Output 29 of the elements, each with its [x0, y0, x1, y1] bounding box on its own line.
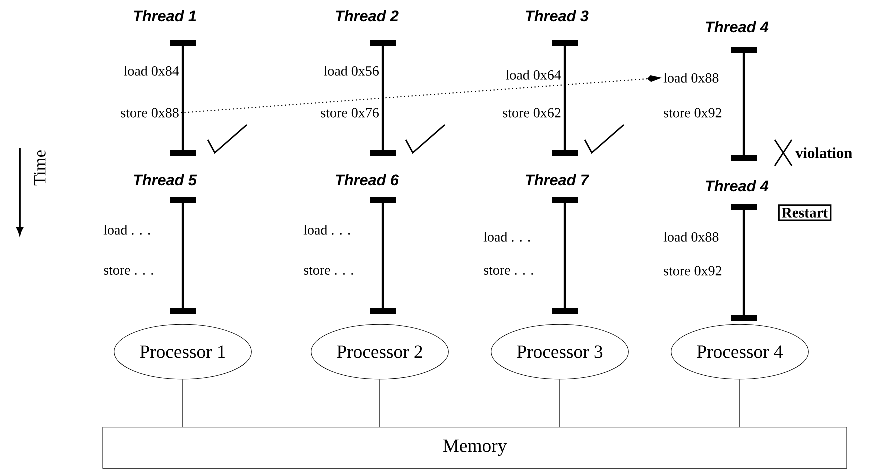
instruction-text: load . . . — [304, 225, 350, 235]
instruction-text: store . . . — [104, 266, 154, 276]
thread-title: Thread 7 — [526, 174, 590, 186]
instruction-text: store . . . — [484, 266, 534, 276]
connector-line — [182, 379, 184, 428]
thread-title: Thread 6 — [336, 174, 400, 186]
instruction-text: load 0x88 — [664, 73, 719, 83]
instruction-text: store 0x92 — [664, 266, 722, 276]
thread-title: Thread 4 — [706, 180, 769, 192]
axis-label: Time — [34, 150, 46, 186]
restart-box: Restart — [778, 204, 832, 222]
instruction-text: load . . . — [484, 232, 530, 242]
instruction-text: load 0x64 — [506, 70, 562, 80]
instruction-text: store . . . — [304, 266, 354, 276]
instruction-text: load 0x84 — [124, 66, 180, 76]
thread-title: Thread 4 — [706, 21, 769, 33]
instruction-text: load 0x56 — [324, 66, 379, 76]
thread-title: Thread 1 — [134, 10, 196, 22]
violation-text: violation — [796, 148, 852, 158]
memory-box: Memory — [102, 427, 848, 469]
thread-title: Thread 5 — [134, 174, 198, 186]
thread-title: Thread 2 — [336, 10, 399, 22]
instruction-text: store 0x76 — [321, 108, 379, 118]
instruction-text: store 0x88 — [121, 108, 179, 118]
instruction-text: store 0x62 — [503, 108, 561, 118]
thread-title: Thread 3 — [526, 10, 589, 22]
instruction-text: store 0x92 — [664, 108, 722, 118]
instruction-text: load . . . — [104, 225, 150, 235]
instruction-text: load 0x88 — [664, 232, 719, 242]
